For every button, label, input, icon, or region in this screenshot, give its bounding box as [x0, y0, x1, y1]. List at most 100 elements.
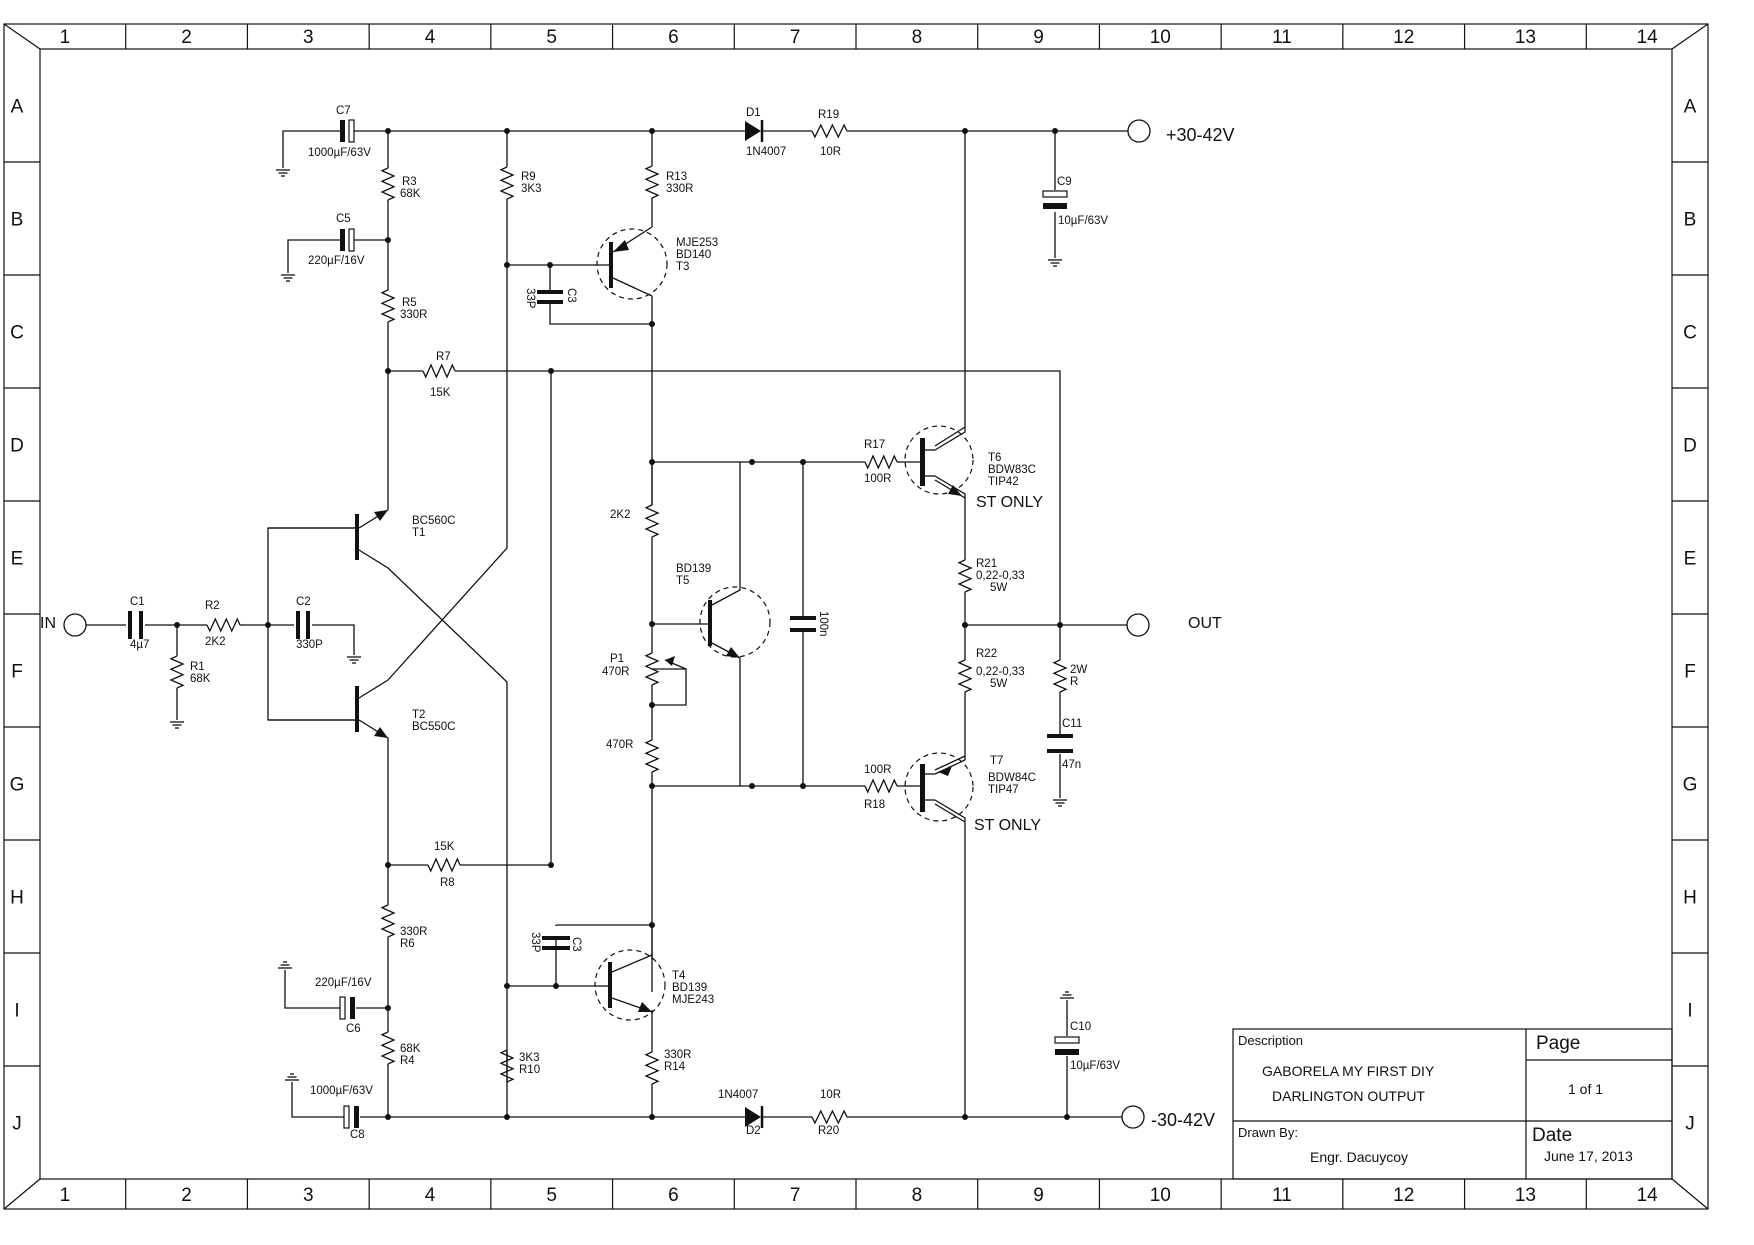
- t4-ref: T4: [672, 970, 686, 982]
- grid-column-label: 14: [1637, 27, 1659, 48]
- grid-column-label: 10: [1150, 1185, 1171, 1206]
- r9-ref: R9: [521, 171, 536, 183]
- grid-column-label: 8: [912, 27, 923, 48]
- p1-value: 470R: [602, 666, 630, 678]
- c5-ref: C5: [336, 213, 351, 225]
- electrolytic-capacitors: [339, 119, 1080, 1129]
- r3-resistor: [380, 167, 396, 201]
- t4-type: BD139: [672, 982, 707, 994]
- grid-column-label: 3: [303, 27, 314, 48]
- grid-row-label: I: [14, 1001, 19, 1022]
- r18-ref: R18: [864, 799, 885, 811]
- grid-column-label: 9: [1033, 1185, 1044, 1206]
- c7-value: 1000µF/63V: [308, 147, 371, 159]
- r6-value: 330R: [400, 926, 428, 938]
- c2-value: 330P: [296, 639, 323, 651]
- grid-column-label: 4: [425, 27, 436, 48]
- c7-ref: C7: [336, 105, 351, 117]
- grid-row-label: B: [1684, 210, 1697, 231]
- t3-alt: BD140: [676, 249, 711, 261]
- d2-ref: D2: [746, 1125, 761, 1137]
- r7-ref: R7: [436, 351, 451, 363]
- drawing-frame: [3, 23, 1709, 1210]
- r18-value: 100R: [864, 764, 892, 776]
- c3-top-ref: C3: [565, 288, 577, 303]
- drawn-by-label: Drawn By:: [1238, 1125, 1298, 1140]
- c9-value: 10µF/63V: [1058, 215, 1108, 227]
- r8-ref: R8: [440, 877, 455, 889]
- r8-value: 15K: [434, 841, 455, 853]
- t2-ref: T2: [412, 709, 425, 721]
- output-label: OUT: [1188, 615, 1222, 632]
- component-labels: IN OUT +30-42V -30-42V C7 1000µF/63V C5 …: [40, 105, 1235, 1141]
- r21-power: 5W: [990, 582, 1007, 594]
- r18-resistor: [864, 778, 898, 794]
- r21-resistor: [957, 559, 973, 593]
- t1-ref: T1: [412, 527, 425, 539]
- r17-resistor: [864, 454, 898, 470]
- r20-resistor: [811, 1109, 848, 1125]
- t4-alt: MJE243: [672, 994, 714, 1006]
- r22-ref: R22: [976, 648, 997, 660]
- t7-ref: T7: [990, 755, 1003, 767]
- negative-supply-terminal: [1121, 1105, 1145, 1129]
- resistor-symbols: [169, 123, 1068, 1125]
- c3-top-value: 33P: [524, 288, 536, 309]
- grid-column-label: 9: [1033, 27, 1044, 48]
- r22-value: 0,22-0,33: [976, 666, 1025, 678]
- bias-470r-resistor: [644, 739, 660, 773]
- grid-column-label: 6: [668, 1185, 679, 1206]
- positive-supply-label: +30-42V: [1166, 125, 1235, 145]
- r17-ref: R17: [864, 439, 885, 451]
- r4-resistor: [380, 1031, 396, 1065]
- c10-ref: C10: [1070, 1021, 1091, 1033]
- grid-row-label: F: [1684, 662, 1696, 683]
- r21-value: 0,22-0,33: [976, 570, 1025, 582]
- t3-type: MJE253: [676, 237, 718, 249]
- grid-row-label: E: [11, 549, 24, 570]
- output-terminal: [1126, 613, 1150, 637]
- r5-resistor: [380, 289, 396, 323]
- c11-value: 47n: [1062, 759, 1081, 771]
- r5-value: 330R: [400, 309, 428, 321]
- c1-value: 4µ7: [130, 639, 149, 651]
- date-label: Date: [1532, 1125, 1572, 1146]
- grid-column-label: 4: [425, 1185, 436, 1206]
- grid-column-label: 10: [1150, 27, 1171, 48]
- grid-column-label: 12: [1393, 27, 1414, 48]
- grid-column-label: 1: [60, 1185, 71, 1206]
- grid-column-label: 7: [790, 27, 801, 48]
- junction-dots: [174, 128, 1070, 1120]
- r3-ref: R3: [402, 176, 417, 188]
- grid-column-label: 2: [181, 27, 192, 48]
- r10-resistor: [499, 1049, 515, 1083]
- positive-supply-terminal: [1127, 119, 1151, 143]
- r1-value: 68K: [190, 673, 211, 685]
- r14-resistor: [644, 1051, 660, 1085]
- bias-2k2-resistor: [644, 504, 660, 538]
- input-terminal: [63, 613, 87, 637]
- grid-column-label: 14: [1637, 1185, 1659, 1206]
- grid-column-label: 13: [1515, 1185, 1536, 1206]
- t5-type: BD139: [676, 563, 711, 575]
- description-line2: DARLINGTON OUTPUT: [1272, 1088, 1425, 1104]
- grid-row-label: E: [1684, 549, 1697, 570]
- grid-row-label: D: [1683, 436, 1697, 457]
- r20-ref: R20: [818, 1125, 839, 1137]
- page-value: 1 of 1: [1568, 1081, 1603, 1097]
- c5-value: 220µF/16V: [308, 255, 365, 267]
- r2-resistor: [206, 617, 241, 633]
- diode-symbols: [745, 120, 764, 1128]
- r10-value: 3K3: [519, 1052, 539, 1064]
- description-label: Description: [1238, 1033, 1303, 1048]
- page-label: Page: [1536, 1033, 1580, 1054]
- t6-alt: TIP42: [988, 476, 1019, 488]
- r20-value: 10R: [820, 1089, 841, 1101]
- r10-ref: R10: [519, 1064, 540, 1076]
- drawn-by-value: Engr. Dacuycoy: [1310, 1149, 1408, 1165]
- t5-ref: T5: [676, 575, 689, 587]
- grid-column-label: 13: [1515, 27, 1536, 48]
- p1-ref: P1: [610, 653, 624, 665]
